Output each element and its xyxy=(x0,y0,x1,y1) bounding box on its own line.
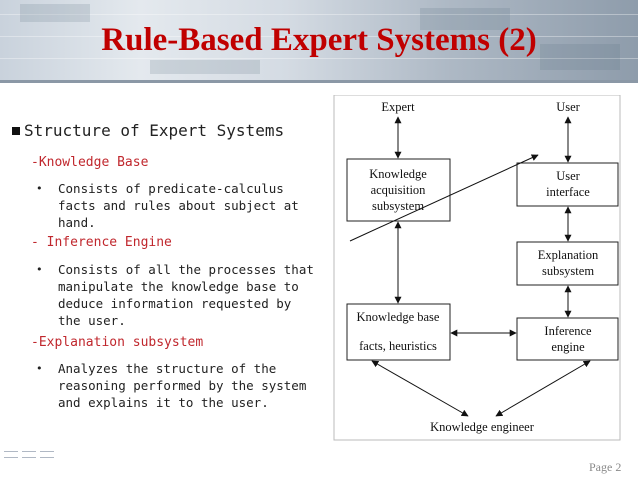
bullet-line: the user. xyxy=(58,313,126,328)
box-text: Inference xyxy=(544,324,592,338)
bullet-line: hand. xyxy=(58,215,96,230)
label-expert: Expert xyxy=(381,100,415,114)
arrow-acquisition-interface xyxy=(349,154,539,242)
box-text: Explanation xyxy=(538,248,599,262)
box-text: subsystem xyxy=(372,199,424,213)
box-knowledge-base xyxy=(346,303,451,361)
box-text: subsystem xyxy=(542,264,594,278)
box-knowledge-acquisition xyxy=(346,158,451,222)
bullet-line: deduce information requested by xyxy=(58,296,292,311)
label-knowledge-engineer: Knowledge engineer xyxy=(430,420,535,434)
box-text: Knowledge xyxy=(369,167,427,181)
box-text: Knowledge base xyxy=(357,310,440,324)
expert-system-diagram: Expert User Knowledge acquisition subsys… xyxy=(333,95,621,441)
header-background xyxy=(0,0,638,82)
bullet-icon: • xyxy=(36,263,43,276)
box-inference-engine xyxy=(516,317,619,361)
arrow-knowledge-base-engineer xyxy=(371,360,469,417)
bullet-line: Analyzes the structure of the xyxy=(58,361,277,376)
bullet-line: and explains it to the user. xyxy=(58,395,269,410)
bullet-icon: • xyxy=(36,182,43,195)
box-explanation-subsystem xyxy=(516,241,619,286)
bullet-line: reasoning performed by the system xyxy=(58,378,307,393)
box-text: interface xyxy=(546,185,590,199)
box-text: facts, heuristics xyxy=(359,339,437,353)
label-user: User xyxy=(556,100,580,114)
footer-decoration xyxy=(4,451,64,461)
bullet-line: manipulate the knowledge base to xyxy=(58,279,299,294)
slide-title: Rule-Based Expert Systems (2) xyxy=(101,22,537,58)
arrow-inference-engineer xyxy=(495,360,591,417)
box-text: User xyxy=(556,169,580,183)
square-bullet-icon xyxy=(12,127,20,135)
bullet-line: Consists of all the processes that xyxy=(58,262,314,277)
bullet-icon: • xyxy=(36,362,43,375)
box-text: acquisition xyxy=(371,183,427,197)
heading-text: Structure of Expert Systems xyxy=(24,121,285,140)
bullet-line: Consists of predicate-calculus xyxy=(58,181,284,196)
section-heading: Structure of Expert Systems xyxy=(12,121,284,140)
subheading-inference-engine: - Inference Engine xyxy=(31,235,172,250)
subheading-explanation-subsystem: -Explanation subsystem xyxy=(31,335,204,350)
page-number: Page 2 xyxy=(589,460,622,474)
header-divider xyxy=(0,80,638,83)
subheading-knowledge-base: -Knowledge Base xyxy=(31,155,149,170)
box-text: engine xyxy=(551,340,585,354)
bullet-line: facts and rules about subject at xyxy=(58,198,299,213)
box-user-interface xyxy=(516,162,619,207)
